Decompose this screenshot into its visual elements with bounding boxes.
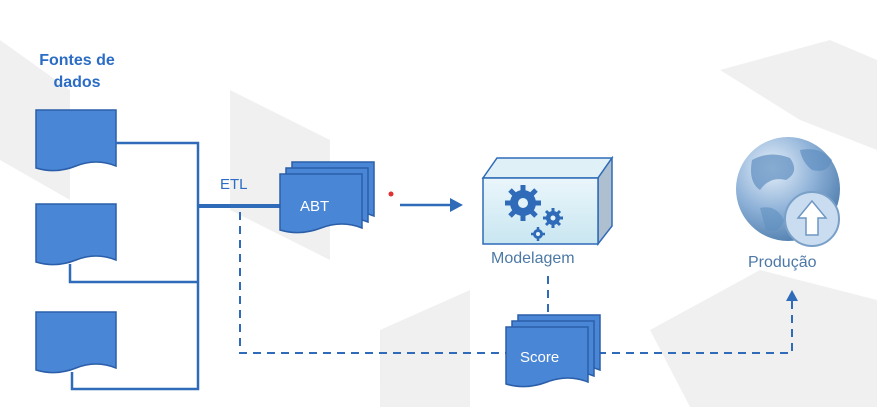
gears-icon <box>505 185 563 241</box>
arrow-to-production <box>786 290 798 301</box>
data-sources-title: Fontes de dados <box>22 50 132 94</box>
production-label: Produção <box>748 254 817 271</box>
modeling-label: Modelagem <box>491 250 575 267</box>
score-label: Score <box>520 349 560 366</box>
abt-label: ABT <box>300 198 330 215</box>
title-line-2: dados <box>53 74 101 91</box>
red-dot-marker <box>388 191 394 197</box>
abt-document-stack <box>279 161 375 234</box>
background-pattern <box>0 40 877 407</box>
etl-label: ETL <box>220 176 248 193</box>
source-document-2 <box>35 203 117 266</box>
modeling-cube-icon <box>481 155 614 247</box>
source-connectors <box>68 141 282 391</box>
source-document-3 <box>35 311 117 374</box>
source-document-1 <box>35 109 117 172</box>
arrow-abt-to-model <box>400 198 463 212</box>
globe-upload-icon <box>736 137 840 247</box>
dashed-connectors <box>239 212 793 354</box>
title-line-1: Fontes de <box>39 52 115 69</box>
score-document-stack <box>505 314 601 388</box>
